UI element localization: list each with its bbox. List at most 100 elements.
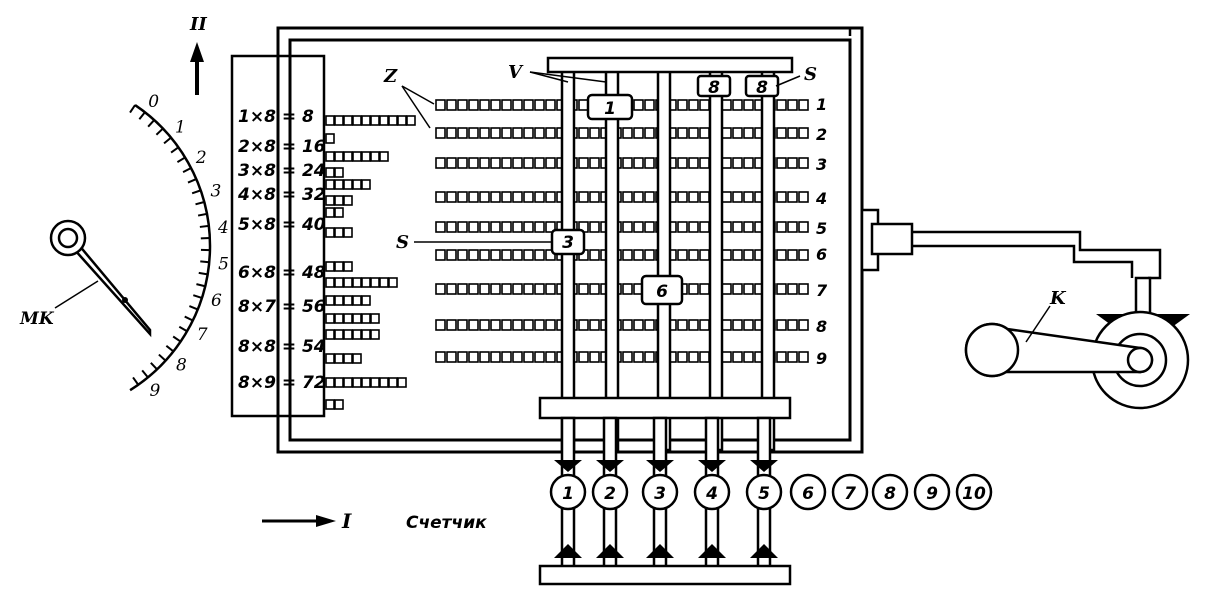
row-tooth xyxy=(743,157,754,169)
row-tooth xyxy=(446,351,457,363)
mk-crank: MK xyxy=(19,219,152,338)
row-tooth xyxy=(798,191,809,203)
row-tooth xyxy=(787,221,798,233)
row-tooth xyxy=(776,157,787,169)
row-tooth xyxy=(644,157,655,169)
row-tooth xyxy=(622,191,633,203)
row-tooth xyxy=(622,351,633,363)
top-bar xyxy=(546,56,794,74)
bevel-gear-bottom xyxy=(750,544,778,558)
rack-tooth xyxy=(334,399,344,410)
row-tooth xyxy=(490,221,501,233)
row-number: 6 xyxy=(816,245,827,264)
row-tooth xyxy=(688,127,699,139)
vertical-axis-arrow: II xyxy=(189,14,207,95)
row-tooth xyxy=(688,351,699,363)
rack-tooth xyxy=(334,207,344,218)
row-tooth xyxy=(644,249,655,261)
table-row-text: 2×8 = 16 xyxy=(238,137,326,157)
rack-tooth xyxy=(334,377,344,388)
rack-tooth xyxy=(334,151,344,162)
row-tooth xyxy=(732,127,743,139)
counter-wheel xyxy=(831,473,869,511)
row-tooth xyxy=(743,221,754,233)
row-tooth xyxy=(798,127,809,139)
row-tooth xyxy=(534,319,545,331)
svg-text:6: 6 xyxy=(656,282,668,302)
row-tooth xyxy=(479,99,490,111)
counter-wheel xyxy=(789,473,827,511)
counter-wheel xyxy=(871,473,909,511)
dial-digit: 7 xyxy=(197,325,208,345)
slider-1: 1 xyxy=(586,93,634,121)
row-tooth xyxy=(787,249,798,261)
row-tooth xyxy=(512,283,523,295)
shaft xyxy=(708,68,724,452)
row-tooth xyxy=(776,249,787,261)
bevel-gear-top xyxy=(750,460,778,472)
rack-tooth xyxy=(361,115,371,126)
row-tooth xyxy=(589,221,600,233)
rack-tooth xyxy=(379,277,389,288)
counter-wheel xyxy=(955,473,993,511)
row-tooth xyxy=(787,283,798,295)
rack-tooth xyxy=(361,377,371,388)
row-tooth xyxy=(523,191,534,203)
table-row-text: 4×8 = 32 xyxy=(237,185,326,205)
rack-tooth xyxy=(325,399,335,410)
rack-tooth xyxy=(334,277,344,288)
dial-ticks xyxy=(129,104,212,392)
row-tooth xyxy=(446,249,457,261)
rack-tooth xyxy=(325,151,335,162)
shaft xyxy=(760,68,776,452)
table-rows: 1×8 = 82×8 = 163×8 = 244×8 = 325×8 = 406… xyxy=(237,107,326,393)
row-tooth xyxy=(699,191,710,203)
dial-digit: 2 xyxy=(195,148,207,168)
row-tooth xyxy=(523,99,534,111)
bevel-gear-top xyxy=(698,460,726,472)
row-tooth xyxy=(479,157,490,169)
rack-tooth xyxy=(370,115,380,126)
horizontal-axis-arrow: I xyxy=(262,509,352,533)
tooth-rows xyxy=(435,99,809,363)
dial-tick xyxy=(191,189,201,195)
svg-text:3: 3 xyxy=(562,233,574,253)
dial-tick xyxy=(198,271,208,276)
row-tooth xyxy=(534,283,545,295)
row-tooth xyxy=(457,283,468,295)
rack-tooth xyxy=(343,277,353,288)
rack-tooth xyxy=(325,261,335,272)
row-tooth xyxy=(732,221,743,233)
row-tooth xyxy=(468,99,479,111)
table-row-text: 8×9 = 72 xyxy=(238,373,326,393)
label-s-top: S xyxy=(775,64,817,87)
row-tooth xyxy=(512,351,523,363)
row-tooth xyxy=(699,221,710,233)
rack-tooth xyxy=(325,353,335,364)
dial-tick xyxy=(197,212,208,217)
rack-tooth xyxy=(361,295,371,306)
step-racks xyxy=(325,115,416,410)
row-tooth xyxy=(787,99,798,111)
row-tooth xyxy=(699,249,710,261)
row-tooth xyxy=(534,221,545,233)
row-tooth xyxy=(468,249,479,261)
rack-tooth xyxy=(388,115,398,126)
rack-tooth xyxy=(334,313,344,324)
rack-tooth xyxy=(352,377,362,388)
rack-tooth xyxy=(406,115,416,126)
row-tooth xyxy=(798,99,809,111)
rack-tooth xyxy=(325,207,335,218)
row-tooth xyxy=(512,127,523,139)
svg-text:8: 8 xyxy=(756,78,768,98)
row-tooth xyxy=(688,221,699,233)
row-tooth xyxy=(633,99,644,111)
row-tooth xyxy=(677,249,688,261)
row-number: 2 xyxy=(816,125,827,144)
row-number: 9 xyxy=(816,349,827,368)
row-tooth xyxy=(468,221,479,233)
rack-tooth xyxy=(370,151,380,162)
dial-tick xyxy=(132,376,140,386)
row-tooth xyxy=(479,191,490,203)
